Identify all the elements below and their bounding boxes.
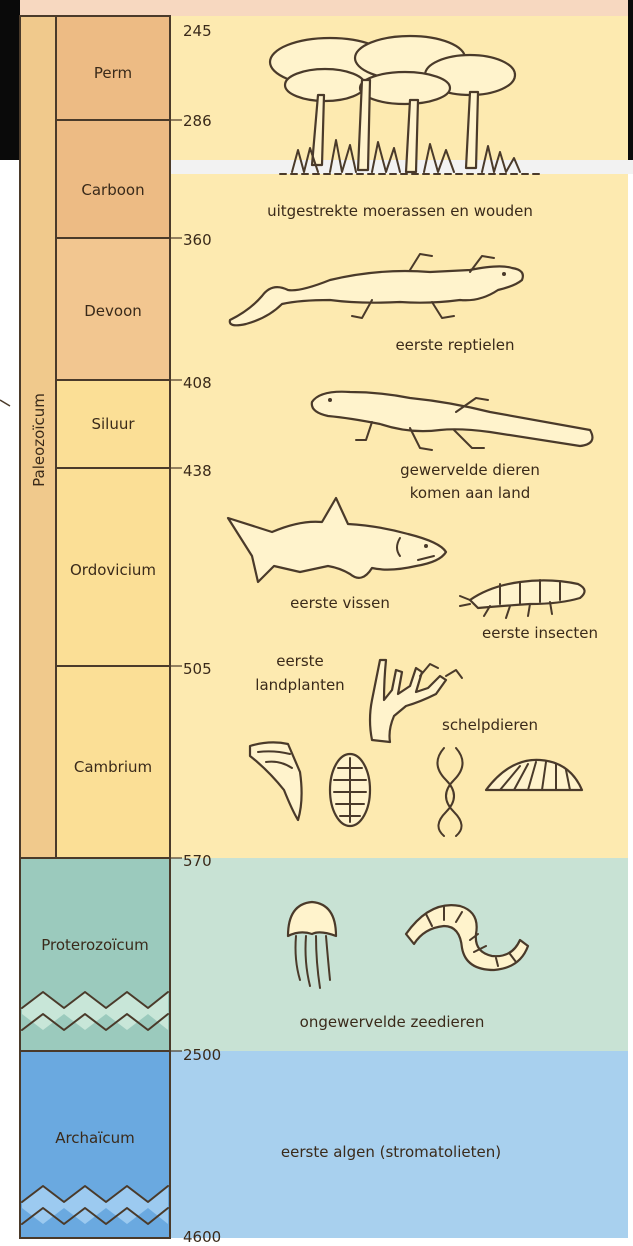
age-label: 245: [183, 22, 212, 40]
top-edge-strip: [20, 0, 628, 16]
age-label: 2500: [183, 1046, 221, 1064]
age-label: 570: [183, 852, 212, 870]
period-label-siluur: Siluur: [91, 415, 135, 433]
caption-forests: uitgestrekte moerassen en wouden: [267, 202, 533, 220]
period-box-carboon: [56, 120, 170, 238]
age-label: 286: [183, 112, 212, 130]
age-label: 438: [183, 462, 212, 480]
left-edge-mark: [0, 400, 10, 406]
period-label-ordovicium: Ordovicium: [70, 561, 156, 579]
era-label-archaic: Archaïcum: [55, 1129, 135, 1147]
caption-algae: eerste algen (stromatolieten): [281, 1143, 501, 1161]
caption-shellfish: schelpdieren: [442, 716, 538, 734]
era-label-proterozoic: Proterozoïcum: [41, 936, 149, 954]
period-label-carboon: Carboon: [81, 181, 144, 199]
period-label-devoon: Devoon: [84, 302, 142, 320]
caption-insects: eerste insecten: [482, 624, 598, 642]
age-label: 408: [183, 374, 212, 392]
age-label: 505: [183, 660, 212, 678]
caption-landplants-line2: landplanten: [255, 676, 344, 694]
age-label: 4600: [183, 1228, 221, 1246]
caption-fish: eerste vissen: [290, 594, 390, 612]
caption-reptiles: eerste reptielen: [395, 336, 514, 354]
period-label-perm: Perm: [94, 64, 132, 82]
caption-vertebrates-line2: komen aan land: [410, 484, 531, 502]
age-label: 360: [183, 231, 212, 249]
era-label-paleozoic: Paleozoïcum: [30, 393, 48, 487]
caption-invertebrates: ongewervelde zeedieren: [300, 1013, 485, 1031]
caption-vertebrates-line1: gewervelde dieren: [400, 461, 540, 479]
caption-landplants-line1: eerste: [276, 652, 324, 670]
period-label-cambrium: Cambrium: [74, 758, 152, 776]
